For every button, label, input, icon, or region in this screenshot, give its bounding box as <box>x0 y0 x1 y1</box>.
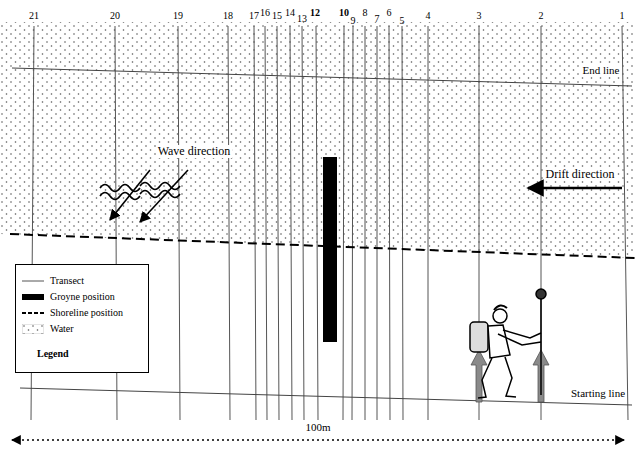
end-line <box>12 68 632 86</box>
transect-number: 8 <box>363 6 368 19</box>
annotation-label: Starting line <box>569 387 627 400</box>
legend-text: Shoreline position <box>50 306 123 320</box>
annotation-label: Drift direction <box>544 168 617 181</box>
transect-number: 4 <box>426 9 431 22</box>
transect-number: 12 <box>310 6 320 19</box>
legend-box: TransectGroyne positionShoreline positio… <box>15 264 149 373</box>
transect-number: 6 <box>387 6 392 19</box>
transect-number: 1 <box>620 9 625 22</box>
legend-title: Legend <box>37 347 69 360</box>
groyne <box>323 157 337 342</box>
legend-sample <box>22 276 44 286</box>
transect-number: 7 <box>375 12 380 25</box>
transect-number: 18 <box>223 9 233 22</box>
transect-number: 3 <box>477 9 482 22</box>
transect-number: 2 <box>539 9 544 22</box>
transect-number: 9 <box>351 14 356 27</box>
dimension-label: 100m <box>305 421 330 434</box>
legend-text: Water <box>50 322 74 336</box>
walk-arrow <box>471 350 549 402</box>
transect-number: 21 <box>29 9 39 22</box>
legend-text: Groyne position <box>50 290 115 304</box>
shoreline <box>10 234 635 258</box>
transect-number: 20 <box>110 9 120 22</box>
water-area <box>0 22 635 258</box>
transect-number: 16 <box>260 6 270 19</box>
drift-arrow <box>528 187 622 190</box>
transect-number: 10 <box>339 6 349 19</box>
transect-number: 5 <box>400 14 405 27</box>
dimension-arrow <box>12 439 624 440</box>
transect-number: 19 <box>173 9 183 22</box>
legend-sample <box>22 308 44 318</box>
wave-symbol <box>100 170 188 222</box>
annotation-label: End line <box>581 64 622 77</box>
annotation-label: Wave direction <box>156 145 233 158</box>
legend-sample <box>22 324 44 334</box>
transect-number: 15 <box>272 9 282 22</box>
transect-number: 14 <box>285 6 295 19</box>
transect-number: 17 <box>249 9 259 22</box>
surveyor-figure <box>470 289 546 398</box>
legend-text: Transect <box>50 274 84 288</box>
transect-number: 13 <box>297 12 307 25</box>
legend-swatch <box>22 294 44 300</box>
